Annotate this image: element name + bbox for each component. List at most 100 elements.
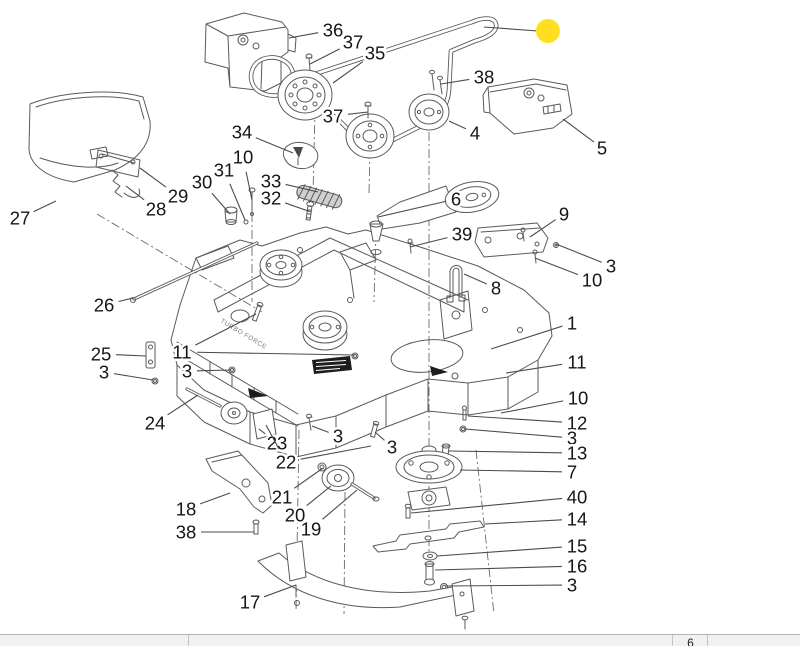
roller-front-center: [317, 462, 380, 502]
right-belt-cover: [482, 78, 573, 135]
leader-line-36: [288, 32, 319, 39]
leader-line-1: [490, 325, 563, 350]
callout-3: 3: [387, 437, 397, 458]
leader-line-3: [113, 373, 154, 381]
spindle-pulley-4: [408, 93, 450, 131]
leader-line-3: [464, 428, 563, 438]
leader-line-17: [263, 584, 297, 598]
leader-line-9: [529, 219, 557, 238]
deck-pulley-left: [259, 249, 303, 288]
callout-38: 38: [474, 67, 495, 88]
callout-25: 25: [91, 344, 112, 365]
parts-table-cell-qty: 6: [672, 635, 708, 646]
front-baffle: [257, 540, 475, 630]
discharge-deflector: [28, 91, 151, 183]
callout-18: 18: [176, 499, 197, 520]
highlight-marker-dot[interactable]: [536, 19, 560, 43]
callout-3: 3: [567, 575, 577, 596]
callout-31: 31: [214, 160, 235, 181]
caster-arm: [205, 450, 273, 535]
leader-line-37: [347, 111, 369, 115]
leader-line-4: [448, 120, 467, 130]
callout-23: 23: [267, 433, 288, 454]
leader-line-30: [211, 192, 231, 215]
callout-3: 3: [182, 361, 192, 382]
leader-line-31: [229, 183, 246, 221]
leader-line-8: [463, 273, 488, 285]
leader-line-35: [332, 61, 364, 84]
leader-line-21: [293, 467, 324, 489]
callout-12: 12: [567, 413, 588, 434]
callout-27: 27: [10, 208, 31, 229]
leader-line-38: [440, 78, 470, 85]
leader-line-25: [115, 354, 147, 357]
callout-21: 21: [272, 487, 293, 508]
callout-38: 38: [176, 522, 197, 543]
leader-line-11: [195, 313, 257, 346]
idler-pulley-upper: [277, 69, 333, 121]
leader-line-5: [562, 118, 595, 143]
callout-9: 9: [559, 204, 569, 225]
callout-10: 10: [568, 388, 589, 409]
callout-40: 40: [567, 487, 588, 508]
leader-line-7: [459, 469, 563, 473]
callout-17: 17: [240, 592, 261, 613]
callout-37: 37: [323, 106, 344, 127]
deck-pulley-center: [302, 310, 348, 351]
top-hardware: [224, 53, 443, 254]
parts-table-cell: [188, 635, 673, 646]
callout-5: 5: [597, 138, 607, 159]
tension-spring: [296, 184, 343, 210]
leader-line-highlight: [483, 26, 539, 32]
callout-6: 6: [451, 189, 461, 210]
leader-line-13: [448, 450, 563, 454]
leader-line-26: [118, 297, 134, 303]
callout-19: 19: [301, 519, 322, 540]
callout-26: 26: [94, 295, 115, 316]
callout-36: 36: [323, 20, 344, 41]
eye-bolt-32: [305, 200, 315, 221]
leader-line-18: [199, 492, 231, 505]
callout-10: 10: [233, 147, 254, 168]
leader-line-39: [409, 237, 448, 248]
leader-line-15: [436, 546, 563, 557]
parts-table-row-partial: 6: [0, 634, 800, 646]
turbo-force-decal-text: TURBO FORCE: [219, 318, 268, 351]
callout-7: 7: [567, 462, 577, 483]
callout-16: 16: [567, 556, 588, 577]
callout-28: 28: [146, 199, 167, 220]
callout-3: 3: [333, 426, 343, 447]
callout-32: 32: [261, 188, 282, 209]
leader-line-40: [410, 497, 563, 514]
leader-line-6: [377, 200, 447, 218]
support-bracket-9: [474, 222, 559, 264]
idler-arm-assembly: [369, 181, 500, 255]
callout-34: 34: [232, 122, 253, 143]
callout-37: 37: [343, 32, 364, 53]
leader-line-28: [125, 185, 145, 201]
leader-line-3: [555, 243, 602, 263]
static-line-art: TURBO FORCE: [28, 12, 573, 630]
leader-line-3: [311, 425, 329, 433]
callout-30: 30: [192, 172, 213, 193]
leader-line-37: [309, 48, 340, 65]
leader-line-33: [285, 183, 319, 193]
callout-24: 24: [145, 413, 166, 434]
leader-line-22: [300, 445, 372, 460]
leader-line-10: [245, 171, 253, 201]
leader-line-11: [196, 351, 355, 356]
deflector-hinge-bracket: [95, 149, 141, 198]
parts-table-cell: [707, 635, 800, 646]
leader-line-27: [33, 200, 57, 213]
spindle-assembly-right: [395, 405, 467, 519]
leader-line-22: [265, 424, 280, 450]
leader-line-3: [445, 584, 563, 587]
callout-4: 4: [470, 123, 480, 144]
callout-14: 14: [567, 509, 588, 530]
callout-13: 13: [567, 443, 588, 464]
leader-line-3: [196, 369, 232, 372]
callout-11: 11: [172, 342, 191, 363]
